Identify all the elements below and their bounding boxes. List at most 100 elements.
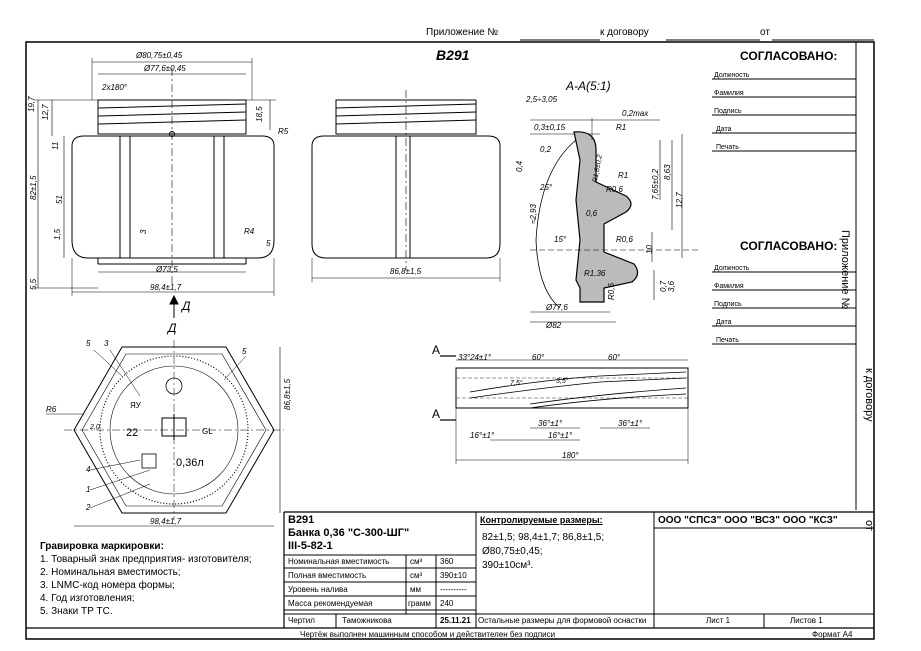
sec-dim-12: 0,6 xyxy=(586,209,598,218)
approval2-field-date: Дата xyxy=(716,319,732,326)
engraving-item-1: 1. Товарный знак предприятия- изготовите… xyxy=(40,554,252,565)
view-d-title: Д xyxy=(168,321,177,335)
dim-hex-height: 86,8±1,5 xyxy=(283,378,292,410)
approval-field-surname: Фамилия xyxy=(714,90,744,97)
dim-width-side: 86,8±1,5 xyxy=(390,267,422,276)
engraving-title: Гравировка маркировки: xyxy=(40,541,164,552)
tb-control-title: Контролируемые размеры: xyxy=(480,515,603,525)
angle-note: 2х180° xyxy=(102,83,127,92)
side-contract-label: к договору xyxy=(863,368,875,422)
dim-bottom-dia: Ø73,5 xyxy=(156,265,178,274)
tb-row2-unit: см³ xyxy=(410,571,423,580)
tb-control-line-2: Ø80,75±0,45; xyxy=(482,546,543,557)
sec-dim-10: 25° xyxy=(540,183,553,192)
dim-11: 11 xyxy=(51,141,60,150)
dim-width-front: 98,4±1,7 xyxy=(150,283,182,292)
mark-3: 3 xyxy=(104,339,109,348)
tb-sheet: Лист 1 xyxy=(706,616,731,625)
mark-1: 1 xyxy=(86,485,91,494)
dim-12-7: 12,7 xyxy=(41,104,50,120)
drawing-code: В291 xyxy=(436,47,470,63)
tb-row1-value: 360 xyxy=(440,557,454,566)
tb-row1-label: Номинальная вместимость xyxy=(288,557,390,566)
tb-standard: III-5-82-1 xyxy=(288,540,333,552)
radius-r5: R5 xyxy=(278,127,289,136)
thread-total: 180° xyxy=(562,451,579,460)
dim-51: 51 xyxy=(55,195,64,204)
tb-row2-value: 390±10 xyxy=(440,571,467,580)
engraving-item-4: 4. Год изготовления; xyxy=(40,593,135,604)
tb-row4-label: Масса рекомендуемая xyxy=(288,599,373,608)
sec-dim-4: R1 xyxy=(616,123,627,132)
sec-dim-3: 0,2max xyxy=(622,109,649,118)
mark-2: 2 xyxy=(86,503,91,512)
side-appendix-label: Приложение № xyxy=(839,230,851,310)
sec-dim-15: R1,36 xyxy=(584,269,606,278)
sec-dim-22: 10 xyxy=(645,245,654,254)
tb-sheets: Листов 1 xyxy=(790,616,823,625)
dim-2-0: 2,0 xyxy=(90,424,100,431)
sec-dim-11: ≈2,93 xyxy=(529,204,538,224)
tb-row4-unit: грамм xyxy=(408,599,431,608)
title-block-lines xyxy=(26,511,874,629)
thread-angle-60-b: 60° xyxy=(608,353,621,362)
tb-other-dims: Остальные размеры для формовой оснастки xyxy=(478,616,647,625)
sec-dim-14: R0,6 xyxy=(616,235,633,244)
section-title: А-А(5:1) xyxy=(566,79,611,93)
tb-code: В291 xyxy=(288,514,315,526)
mark-4: 4 xyxy=(86,465,91,474)
thread-dim-36-b: 36°±1° xyxy=(618,419,643,428)
approval2-field-signature: Подпись xyxy=(714,301,742,308)
sec-dim-18: R0,6 xyxy=(607,283,616,300)
dim-height: 82±1,5 xyxy=(29,175,38,200)
thread-dim-36-a: 36°±1° xyxy=(538,419,563,428)
mould-number: 22 xyxy=(126,427,139,439)
tb-row3-label: Уровень налива xyxy=(288,585,348,594)
radius-r6: R6 xyxy=(46,405,57,414)
approval-title-top: СОГЛАСОВАНО: xyxy=(740,49,838,63)
sec-dim-16: Ø77,6 xyxy=(546,303,568,312)
tb-row1-unit: см³ xyxy=(410,557,423,566)
sec-dim-17: Ø82 xyxy=(546,321,562,330)
letters-right: GL xyxy=(202,427,213,436)
approval2-field-stamp: Печать xyxy=(716,337,739,344)
tb-name: Банка 0,36 "С-300-ШГ" xyxy=(288,527,410,539)
tb-row2-label: Полная вместимость xyxy=(288,571,367,580)
sec-dim-24: 3,6 xyxy=(667,280,676,292)
header-contract-label: к договору xyxy=(600,27,649,38)
thread-angle-start: 33°24±1° xyxy=(458,353,492,362)
tb-drawn-name: Таможникова xyxy=(342,616,392,625)
engraving-item-2: 2. Номинальная вместимость; xyxy=(40,567,181,578)
mark-5-right: 5 xyxy=(242,347,247,356)
view-d-arrow-label: Д xyxy=(182,299,191,313)
section-letter-top: А xyxy=(432,343,441,357)
thread-angle-60-a: 60° xyxy=(532,353,545,362)
sec-dim-2: 0,3±0,15 xyxy=(534,123,566,132)
tb-date: 25.11.21 xyxy=(440,616,471,625)
drawing-frame xyxy=(25,41,875,640)
dim-inner-thread: Ø77,6±0,45 xyxy=(144,64,186,73)
engraving-item-3: 3. LNMC-код номера формы; xyxy=(40,580,175,591)
section-a-a xyxy=(530,118,700,323)
thread-dim-16-a: 16°±1° xyxy=(470,431,495,440)
tb-row3-value: ---------- xyxy=(440,585,467,594)
side-view xyxy=(311,90,501,282)
thread-slope-b: 3,5° xyxy=(556,378,569,385)
mark-5-left: 5 xyxy=(86,339,91,348)
thread-dim-16-b: 16°±1° xyxy=(548,431,573,440)
sec-dim-7: R1 xyxy=(618,171,629,180)
tb-row3-unit: мм xyxy=(410,585,421,594)
sec-dim-5: 0,2 xyxy=(540,145,552,154)
dim-1-5: 1,5 xyxy=(53,228,62,240)
dim-18-5: 18,5 xyxy=(255,106,264,122)
sec-dim-21: 12,7 xyxy=(675,192,684,208)
section-letter-bottom: А xyxy=(432,407,441,421)
tb-row4-value: 240 xyxy=(440,599,454,608)
tb-control-line-3: 390±10см³. xyxy=(482,560,534,571)
front-view xyxy=(34,58,276,296)
volume-mark: 0,36л xyxy=(176,457,204,469)
footer-format: Формат А4 xyxy=(812,630,853,639)
sec-dim-20: 8,63 xyxy=(663,164,672,180)
header-appendix-label: Приложение № xyxy=(426,27,499,38)
